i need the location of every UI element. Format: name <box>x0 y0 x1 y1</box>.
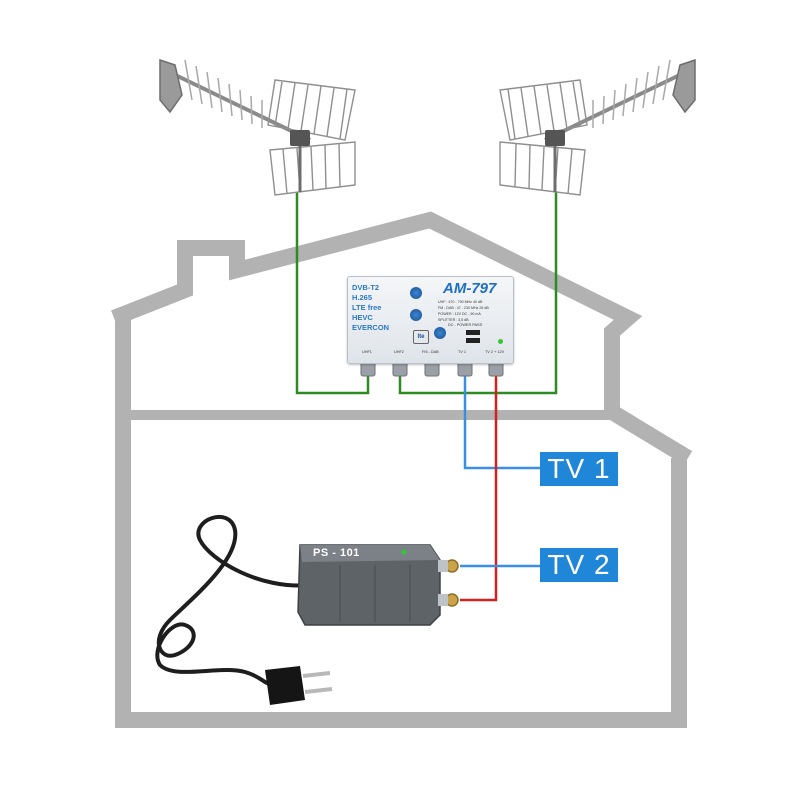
amplifier-port-labels: UHF1 UHF2 FM - DAB TV 1 TV 2 + 12V <box>348 350 513 360</box>
antenna-cables <box>295 192 558 395</box>
spec-splitter: SPLITTER : 3,5 dB <box>438 318 469 322</box>
amplifier-feature-list: DVB-T2 H.265 LTE free HEVC EVERCON <box>352 283 404 333</box>
house-walls <box>115 318 687 728</box>
dc-power-pass-note: DC - POWER PASS <box>448 323 483 327</box>
port-label-tv2: TV 2 + 12V <box>485 350 505 354</box>
feature-dvb-t2: DVB-T2 <box>352 283 380 292</box>
port-label-tv1: TV 1 <box>458 350 467 354</box>
spec-uhf: UHF : 470 - 790 MHz 40 dB <box>438 300 483 304</box>
power-led <box>498 339 503 344</box>
house-roof <box>111 211 693 465</box>
port-label-fm-dab: FM - DAB <box>422 350 439 354</box>
antenna-icon <box>499 58 696 196</box>
antenna-icon <box>159 58 356 196</box>
power-supply-model: PS - 101 <box>313 547 360 559</box>
feature-h265: H.265 <box>352 293 373 302</box>
antenna-cable-right <box>398 192 558 395</box>
amplifier-icon: DVB-T2 H.265 LTE free HEVC EVERCON AM-79… <box>347 276 514 364</box>
gain-knob-fm-dab <box>434 327 446 339</box>
tv1-cable <box>463 375 540 470</box>
feature-hevc: HEVC <box>352 313 373 322</box>
dc-switch-1[interactable] <box>466 330 480 335</box>
tv2-label: TV 2 <box>540 548 618 582</box>
spec-power: POWER : 12V DC - 90 mA <box>438 312 481 316</box>
power-supply-icon <box>297 544 459 626</box>
power-cord <box>155 514 311 686</box>
dc-switch-2[interactable] <box>466 338 480 343</box>
amplifier-specs: UHF : 470 - 790 MHz 40 dB FM - DAB : 47 … <box>438 299 510 323</box>
brand-name: EVERCON <box>352 323 390 332</box>
gain-knob-uhf2 <box>410 309 422 321</box>
gain-knob-uhf1 <box>410 287 422 299</box>
antenna-cable-left <box>295 192 370 395</box>
tv2-cable-red <box>460 375 498 602</box>
port-label-uhf1: UHF1 <box>362 350 372 354</box>
house-outline <box>111 211 693 728</box>
port-label-uhf2: UHF2 <box>394 350 404 354</box>
amplifier-model: AM-797 <box>443 280 497 297</box>
power-led <box>401 549 407 555</box>
lte-badge: lte <box>413 330 429 344</box>
feature-lte-free: LTE free <box>352 303 382 312</box>
plug-icon <box>265 666 333 705</box>
spec-fm-dab: FM - DAB : 47 - 230 MHz 25 dB <box>438 306 489 310</box>
tv1-label: TV 1 <box>540 452 618 486</box>
